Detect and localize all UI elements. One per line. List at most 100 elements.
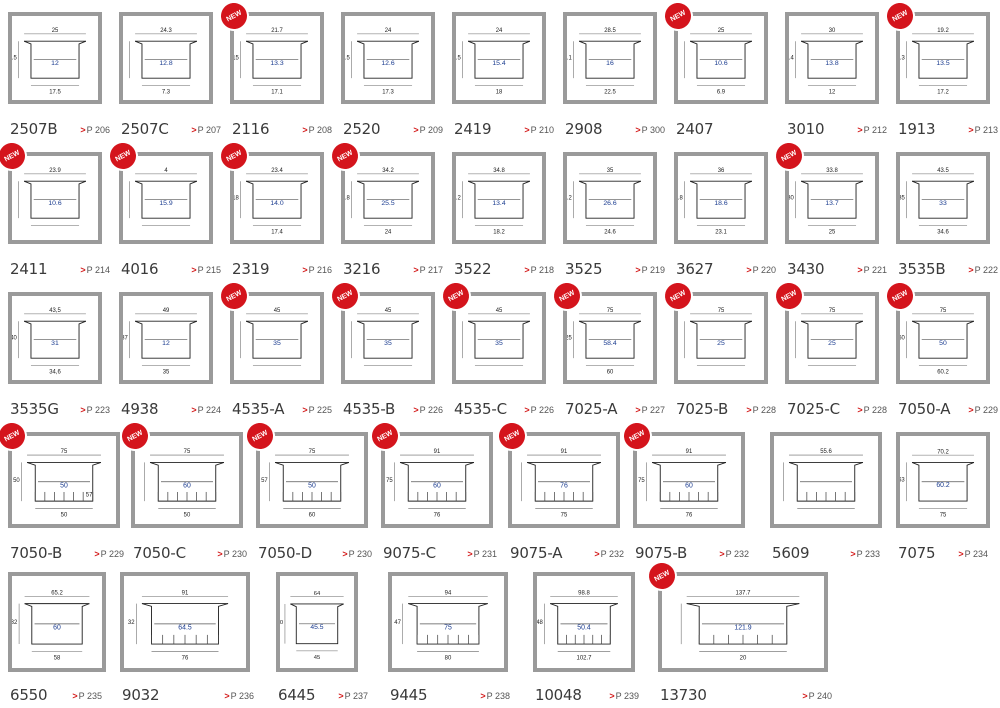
page-reference[interactable]: >P 232 bbox=[719, 549, 749, 559]
product-card[interactable]: 65.26058326550>P 235 bbox=[8, 572, 106, 708]
page-reference[interactable]: >P 227 bbox=[635, 405, 665, 415]
page-reference[interactable]: >P 226 bbox=[413, 405, 443, 415]
page-reference[interactable]: >P 235 bbox=[72, 691, 102, 701]
page-reference[interactable]: >P 239 bbox=[609, 691, 639, 701]
page-reference[interactable]: >P 208 bbox=[302, 125, 332, 135]
page-reference[interactable]: >P 217 bbox=[413, 265, 443, 275]
page-reference[interactable]: >P 228 bbox=[746, 405, 776, 415]
page-reference[interactable]: >P 232 bbox=[594, 549, 624, 559]
product-thumbnail[interactable]: 34.813.418.223.2 bbox=[452, 152, 546, 244]
product-thumbnail[interactable]: 6445.54550 bbox=[276, 572, 358, 672]
product-card[interactable]: 6445.545506445>P 237 bbox=[276, 572, 370, 708]
page-reference[interactable]: >P 219 bbox=[635, 265, 665, 275]
product-card[interactable]: 70.260.275637075>P 234 bbox=[896, 432, 990, 566]
page-reference[interactable]: >P 234 bbox=[958, 549, 988, 559]
page-reference[interactable]: >P 233 bbox=[850, 549, 880, 559]
page-reference[interactable]: >P 300 bbox=[635, 125, 665, 135]
product-thumbnail[interactable]: 49123537 bbox=[119, 292, 213, 384]
page-reference[interactable]: >P 206 bbox=[80, 125, 110, 135]
page-reference[interactable]: >P 238 bbox=[480, 691, 510, 701]
page-reference[interactable]: >P 212 bbox=[857, 125, 887, 135]
product-card[interactable]: 21.713.317.115NEW2116>P 208 bbox=[216, 0, 334, 142]
page-reference[interactable]: >P 230 bbox=[342, 549, 372, 559]
page-reference[interactable]: >P 216 bbox=[302, 265, 332, 275]
product-card[interactable]: 23.414.017.418NEW2319>P 216 bbox=[216, 138, 334, 282]
page-reference[interactable]: >P 218 bbox=[524, 265, 554, 275]
page-reference[interactable]: >P 213 bbox=[968, 125, 998, 135]
page-reference[interactable]: >P 207 bbox=[191, 125, 221, 135]
product-thumbnail[interactable]: 23.414.017.418 bbox=[230, 152, 324, 244]
page-reference[interactable]: >P 226 bbox=[524, 405, 554, 415]
page-reference[interactable]: >P 222 bbox=[968, 265, 998, 275]
product-thumbnail[interactable]: 21.713.317.115 bbox=[230, 12, 324, 104]
product-thumbnail[interactable]: 55.6 bbox=[770, 432, 882, 528]
page-reference[interactable] bbox=[775, 125, 776, 135]
page-reference[interactable]: >P 228 bbox=[857, 405, 887, 415]
page-reference[interactable]: >P 221 bbox=[857, 265, 887, 275]
page-reference[interactable]: >P 223 bbox=[80, 405, 110, 415]
page-reference[interactable]: >P 224 bbox=[191, 405, 221, 415]
product-thumbnail[interactable]: 65.2605832 bbox=[8, 572, 106, 672]
page-reference[interactable]: >P 210 bbox=[524, 125, 554, 135]
page-reference[interactable]: >P 237 bbox=[338, 691, 368, 701]
page-reference[interactable]: >P 215 bbox=[191, 265, 221, 275]
page-reference[interactable]: >P 209 bbox=[413, 125, 443, 135]
page-reference[interactable]: >P 214 bbox=[80, 265, 110, 275]
product-thumbnail[interactable]: 34.225.52415.8 bbox=[341, 152, 435, 244]
page-reference[interactable]: >P 231 bbox=[467, 549, 497, 559]
page-reference[interactable]: >P 225 bbox=[302, 405, 332, 415]
page-reference[interactable]: >P 240 bbox=[802, 691, 832, 701]
product-card[interactable]: 491235374938>P 224 bbox=[119, 292, 223, 422]
